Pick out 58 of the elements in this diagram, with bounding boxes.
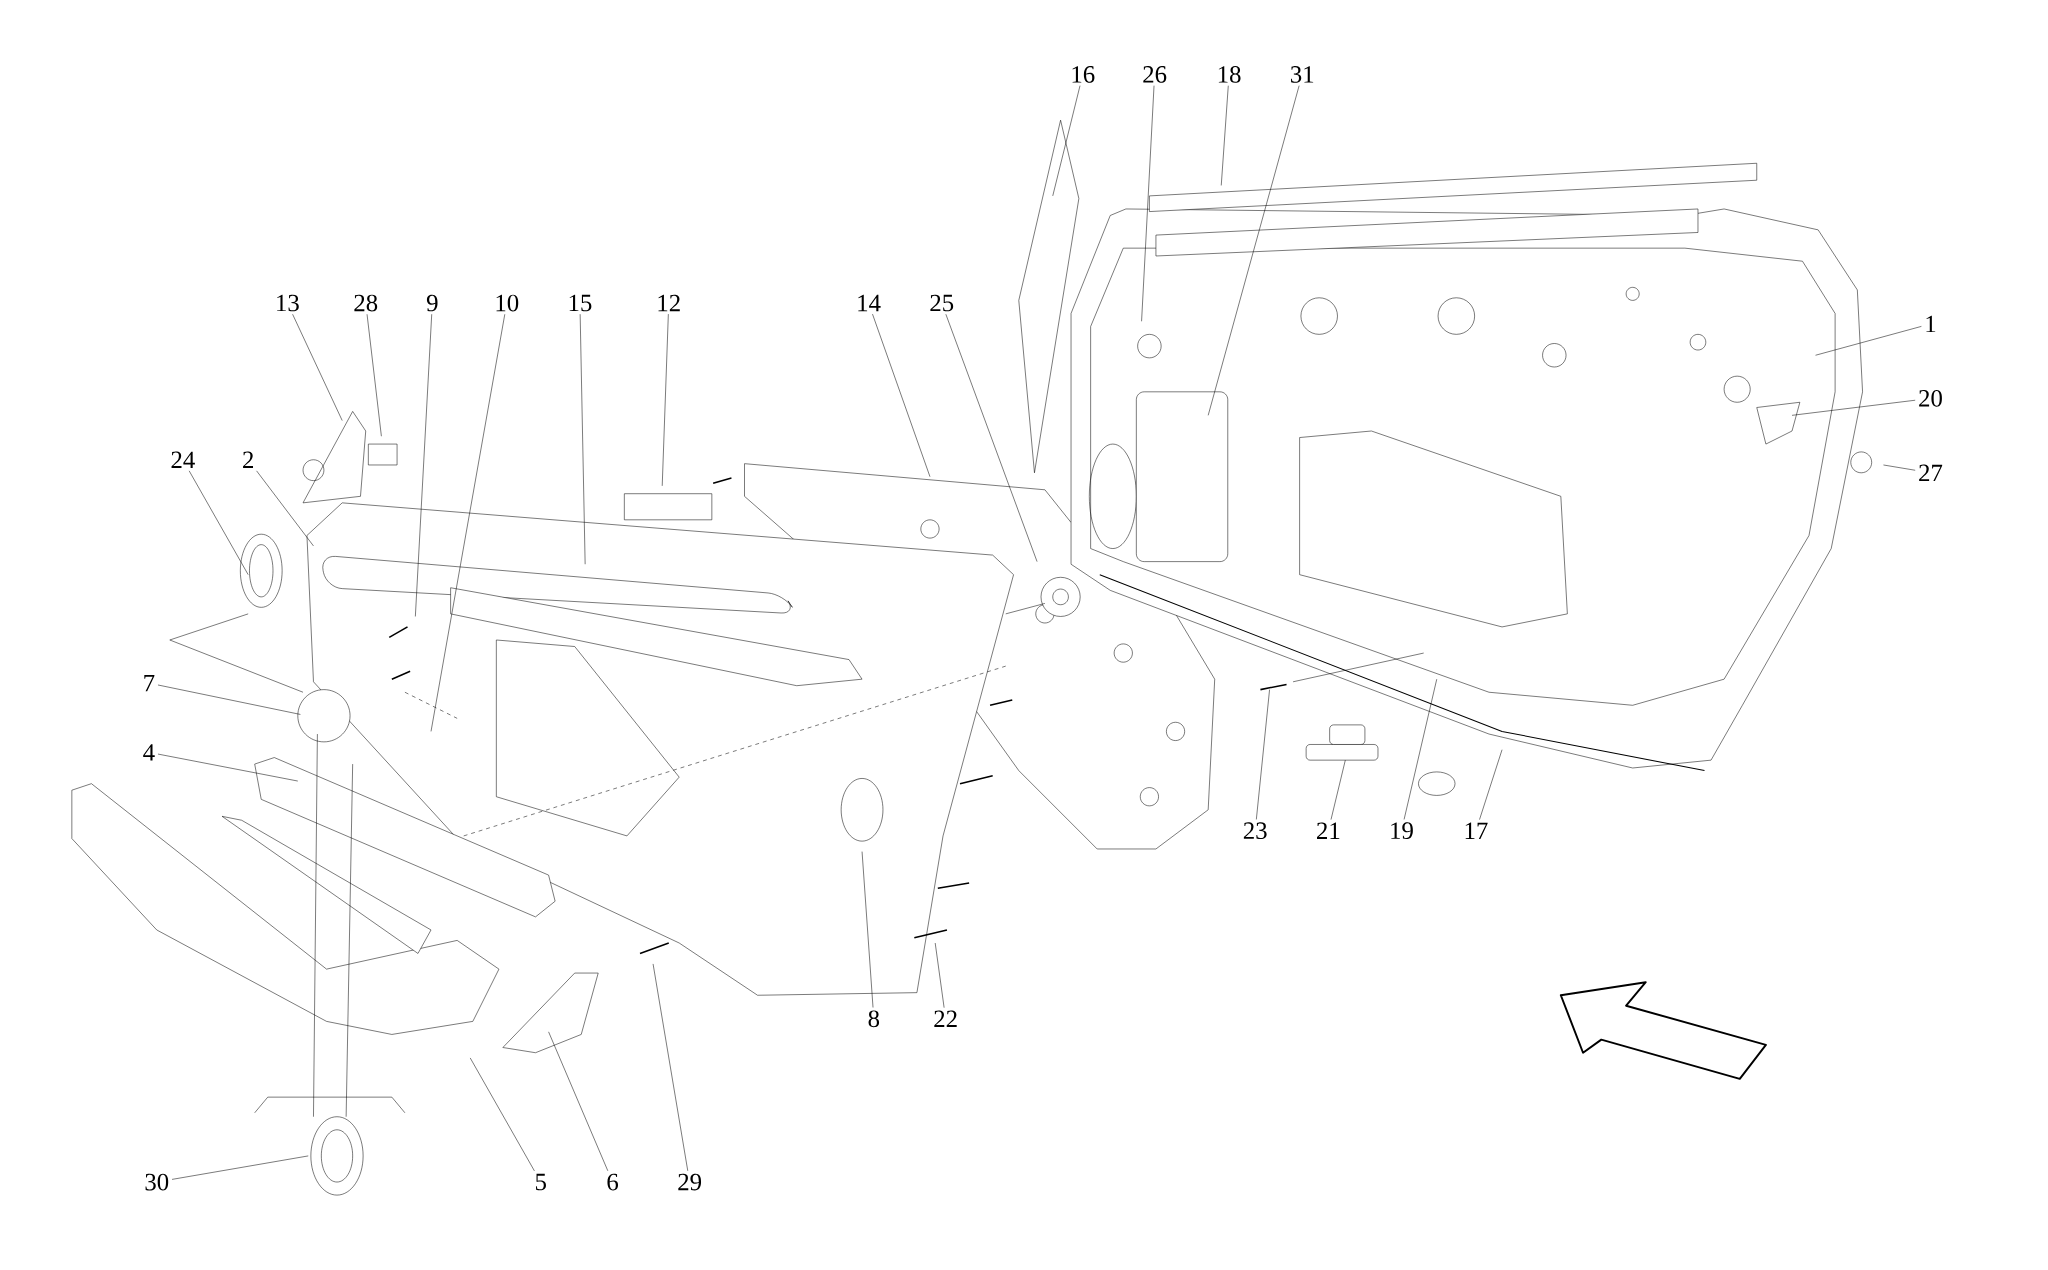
- leader-line: [157, 684, 301, 715]
- callout-number: 20: [1919, 390, 1942, 407]
- leader-line: [652, 963, 689, 1172]
- leader-line: [430, 314, 506, 732]
- callout-number: 23: [1243, 822, 1267, 840]
- leader-line: [1221, 85, 1229, 186]
- leader-line: [1791, 400, 1916, 416]
- callout-number: 17: [1465, 822, 1488, 840]
- callout-number: 4: [143, 744, 155, 761]
- callout-number: 8: [868, 1010, 880, 1028]
- leader-line: [157, 754, 299, 782]
- callout-number: 15: [569, 294, 592, 312]
- leader-line: [292, 314, 343, 422]
- callout-number: 24: [171, 451, 195, 469]
- leader-line: [861, 851, 874, 1008]
- callout-number: 6: [607, 1173, 619, 1191]
- callout-number: 25: [930, 294, 954, 312]
- callout-number: 1: [1926, 315, 1936, 333]
- leader-line: [548, 1031, 609, 1172]
- callout-number: 2: [243, 451, 253, 469]
- leader-line: [1815, 326, 1922, 356]
- leader-line: [661, 314, 669, 487]
- callout-number: 5: [535, 1174, 546, 1191]
- leader-line: [188, 470, 249, 576]
- callout-number: 7: [144, 675, 155, 692]
- leader-line: [366, 314, 382, 437]
- leader-line: [1883, 464, 1916, 471]
- leader-line: [934, 942, 945, 1009]
- callout-number: 19: [1391, 822, 1413, 840]
- callout-number: 14: [858, 295, 881, 312]
- leader-line: [872, 314, 931, 478]
- callout-number: 28: [354, 294, 378, 312]
- callout-number: 12: [658, 295, 680, 312]
- leader-line: [1256, 689, 1270, 820]
- leader-line: [1479, 749, 1503, 821]
- callout-number: 26: [1143, 66, 1167, 83]
- leader-line: [256, 470, 314, 547]
- leader-line: [469, 1057, 535, 1172]
- leader-line: [1207, 85, 1300, 416]
- callout-number: 27: [1919, 464, 1943, 482]
- callout-number: 10: [496, 294, 519, 312]
- leader-line: [415, 314, 432, 617]
- leader-line: [945, 314, 1038, 563]
- leader-line: [1330, 760, 1346, 821]
- callout-number: 22: [934, 1010, 957, 1028]
- callout-number: 18: [1218, 66, 1241, 84]
- leader-line: [171, 1155, 309, 1180]
- leader-line: [1141, 85, 1155, 322]
- leader-line: [1403, 679, 1437, 820]
- callout-number: 16: [1072, 66, 1095, 83]
- leader-line: [1052, 85, 1081, 197]
- callout-number: 30: [145, 1173, 169, 1191]
- callout-number: 21: [1317, 822, 1340, 840]
- callout-number: 13: [277, 294, 299, 312]
- callout-number: 31: [1291, 66, 1314, 83]
- leader-line: [579, 314, 586, 565]
- callout-number: 9: [426, 294, 438, 312]
- callout-number: 29: [678, 1173, 702, 1191]
